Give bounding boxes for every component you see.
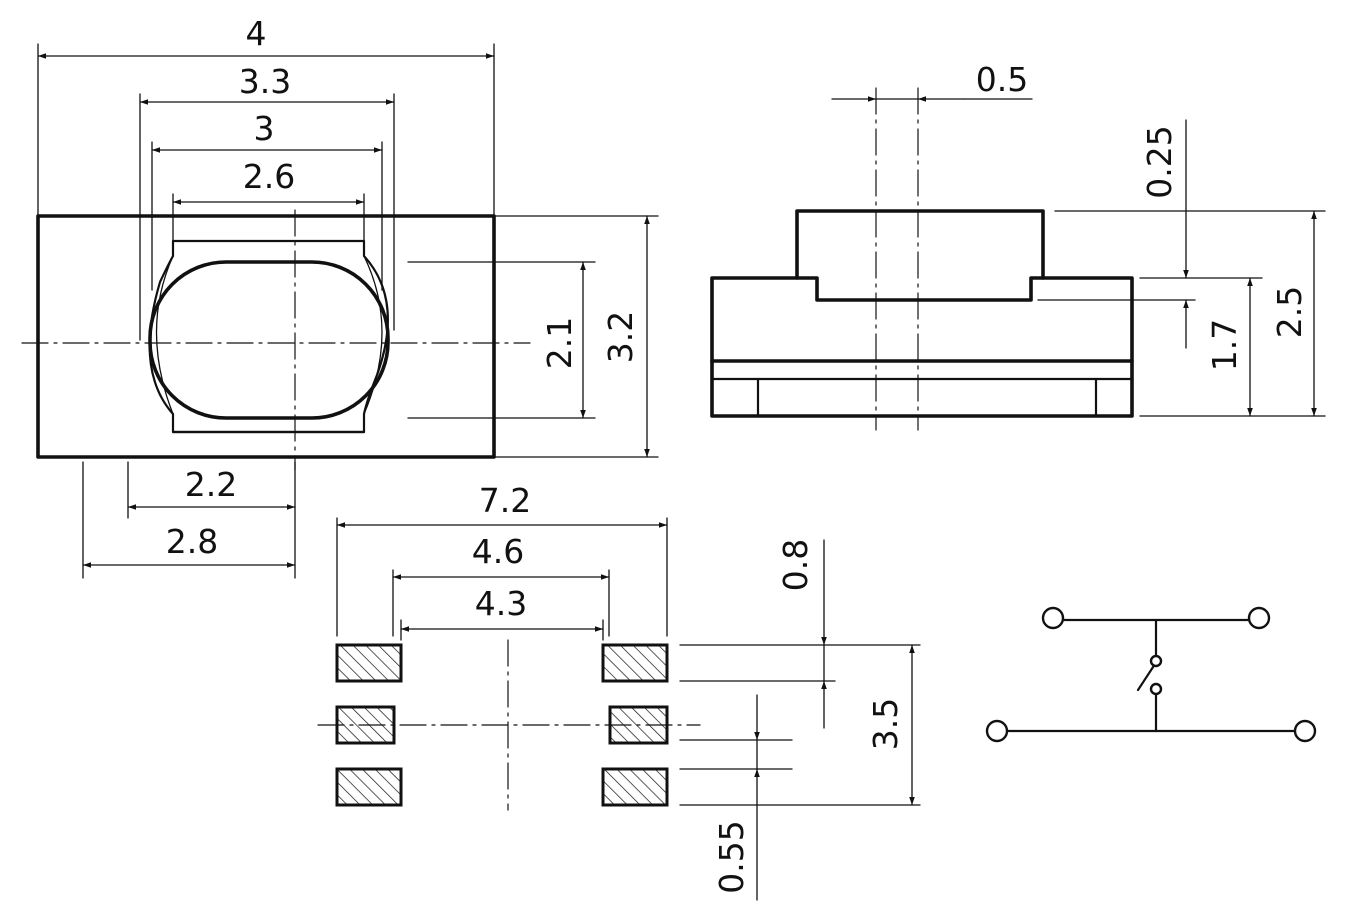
switch-symbol [985, 606, 1317, 743]
switch-contact [1149, 682, 1163, 696]
dim-label: 3 [254, 109, 275, 148]
dim-label: 1.7 [1205, 319, 1244, 371]
pad [335, 767, 403, 807]
dim-label: 2.2 [185, 465, 237, 504]
top-view: 4 3.3 3 2.6 2.1 3.2 2.2 2.8 [21, 14, 659, 579]
dim-label: 0.8 [776, 539, 815, 591]
switch-contact [1149, 654, 1163, 668]
dim-label: 2.8 [166, 522, 218, 561]
dim-label: 2.1 [540, 317, 579, 369]
top-view-inner-outline [155, 255, 383, 415]
side-view-actuator-step [795, 276, 1045, 302]
dim-label: 3.5 [866, 698, 905, 750]
terminal [985, 719, 1009, 743]
dim-label: 4.3 [475, 584, 527, 623]
dim-label: 4.6 [472, 532, 524, 571]
pad [601, 643, 669, 683]
dim-label: 0.25 [1140, 125, 1179, 198]
side-view: 0.5 0.25 1.7 2.5 [710, 60, 1326, 431]
pad [335, 643, 403, 683]
top-view-opening [148, 239, 389, 434]
dim-label: 3.3 [239, 62, 291, 101]
dim-label: 4 [246, 14, 267, 53]
terminal [1247, 606, 1271, 630]
pad [601, 767, 669, 807]
dim-label: 0.5 [976, 60, 1028, 99]
footprint: 7.2 4.6 4.3 0.8 3.5 0.55 [317, 481, 921, 901]
dim-label: 2.5 [1270, 286, 1309, 338]
terminal [1293, 719, 1317, 743]
dim-label: 2.6 [243, 157, 295, 196]
dim-label: 7.2 [479, 481, 531, 520]
dim-label: 0.55 [712, 820, 751, 893]
terminal [1041, 606, 1065, 630]
side-view-body [710, 209, 1134, 418]
top-view-body [36, 214, 496, 459]
top-view-actuator [148, 260, 390, 420]
dim-label: 3.2 [601, 311, 640, 363]
